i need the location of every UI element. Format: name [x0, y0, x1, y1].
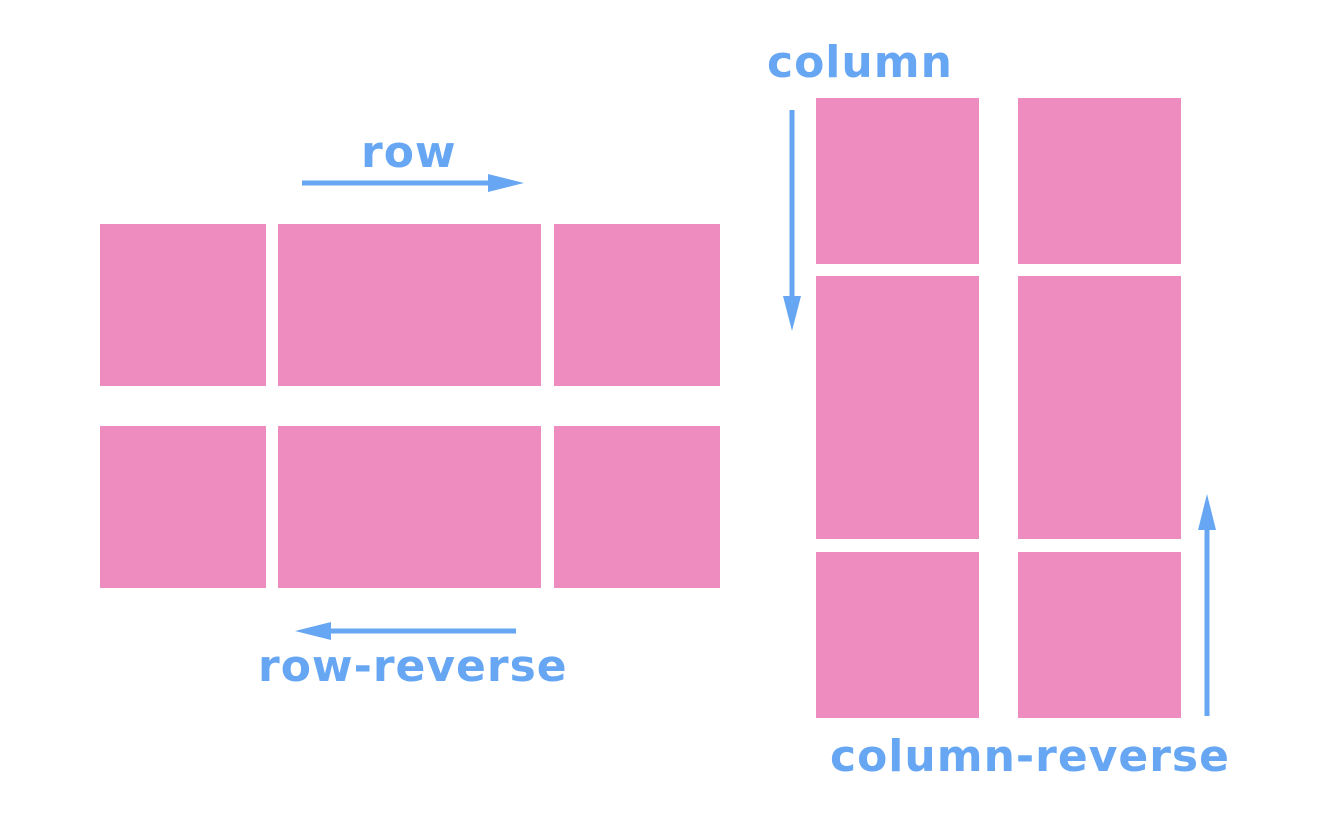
column-item — [816, 552, 979, 718]
row-arrow — [302, 174, 524, 192]
column-item — [1018, 552, 1181, 718]
column-reverse-arrow — [1198, 494, 1216, 716]
column-item — [816, 276, 979, 539]
column-item — [1018, 276, 1181, 539]
row-reverse-label: row-reverse — [258, 641, 568, 692]
row-item — [100, 224, 266, 386]
row-item — [278, 426, 541, 588]
column-label: column — [767, 37, 953, 88]
row-item — [554, 224, 720, 386]
column-arrow — [783, 110, 801, 331]
column-item — [1018, 98, 1181, 264]
row-reverse-arrow — [295, 622, 516, 640]
row-label: row — [361, 127, 457, 178]
row-item — [554, 426, 720, 588]
column-item — [816, 98, 979, 264]
column-reverse-label: column-reverse — [830, 731, 1230, 782]
row-item — [100, 426, 266, 588]
row-item — [278, 224, 541, 386]
